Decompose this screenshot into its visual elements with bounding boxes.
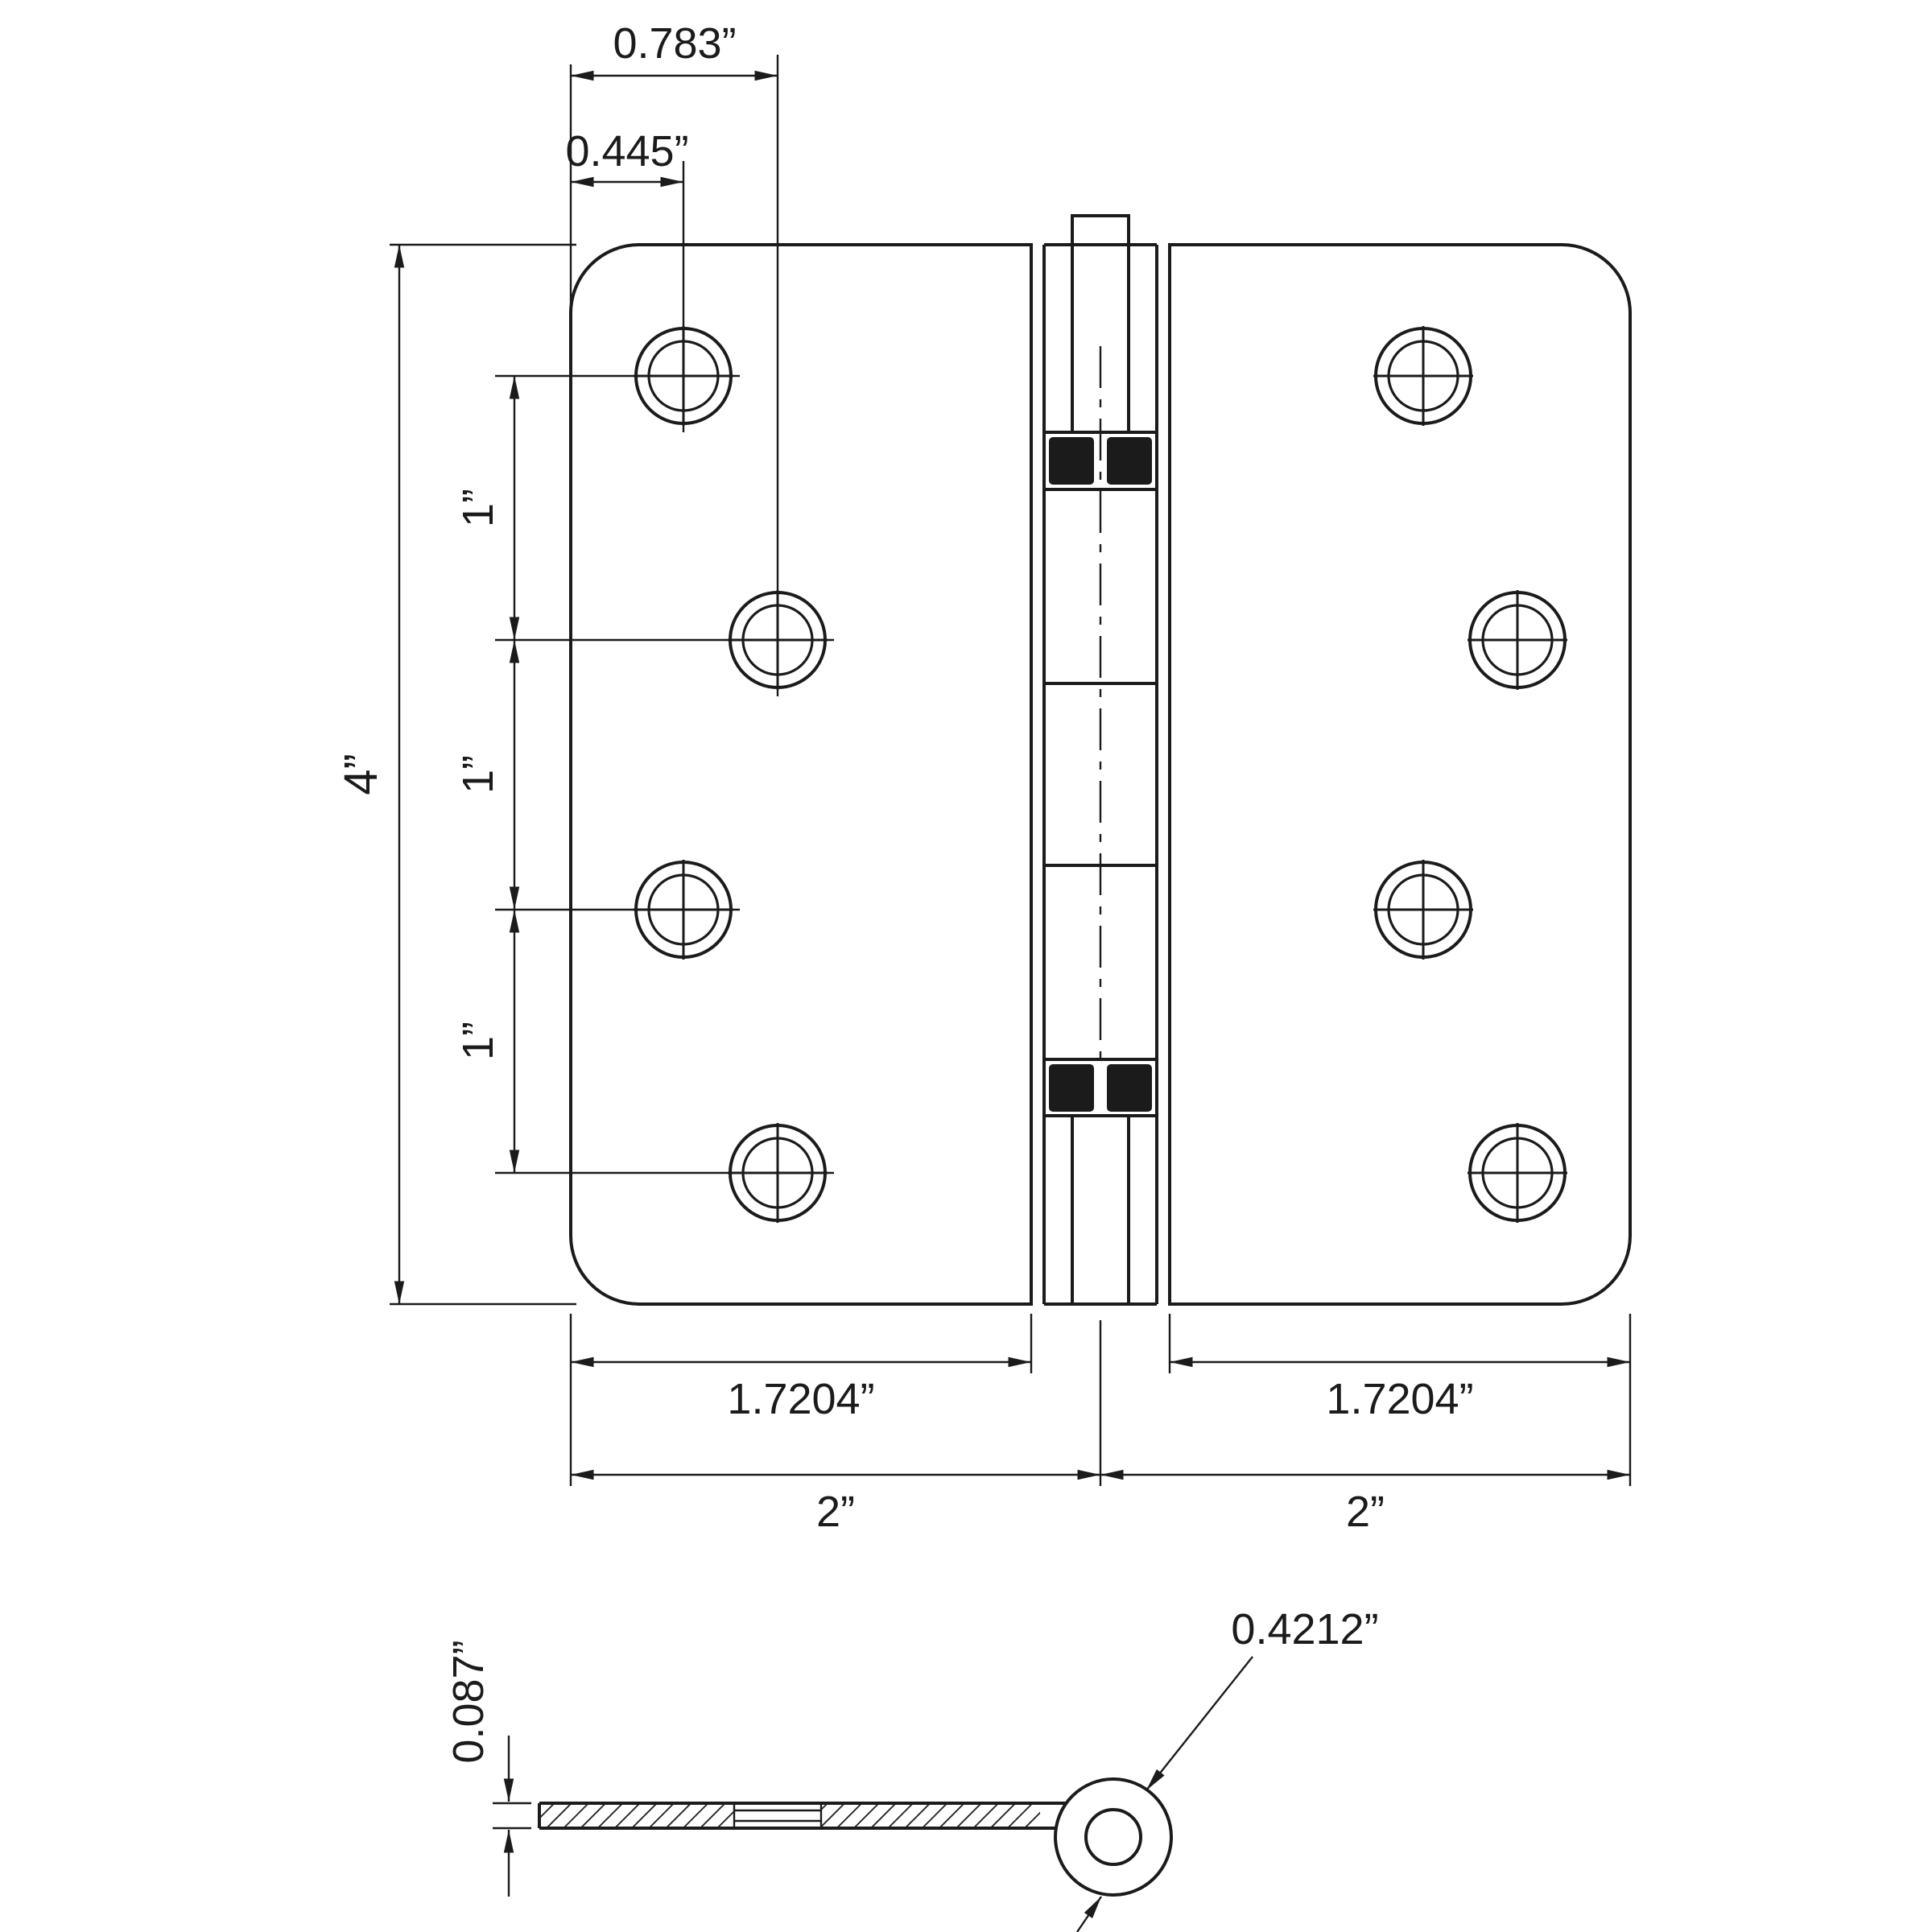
- leader-barrel-diameter: [1146, 1656, 1253, 1791]
- side-dimensions: [493, 1656, 1253, 1932]
- dim-label-half-left: 2”: [816, 1488, 855, 1536]
- dim-label-top-outer: 0.783”: [613, 19, 736, 68]
- dim-label-spacing1: 1”: [454, 489, 502, 527]
- pin-hole: [1084, 1808, 1142, 1866]
- dim-label-leaf-right: 1.7204”: [1326, 1375, 1473, 1423]
- screw-hole: [1373, 326, 1473, 426]
- dim-label-thickness: 0.087”: [444, 1640, 493, 1763]
- hole-centerlines: [495, 55, 834, 1174]
- bearing-top: [1049, 437, 1152, 485]
- front-view: [569, 214, 1632, 1306]
- leaf-hatch-right: [821, 1805, 1040, 1827]
- leaf-hatch-left: [541, 1805, 734, 1827]
- screw-hole: [1468, 590, 1567, 690]
- side-view: [538, 1777, 1173, 1897]
- dim-label-spacing2: 1”: [454, 755, 502, 794]
- left-leaf: [569, 243, 1033, 1306]
- dim-label-barrel: 0.4212”: [1231, 1605, 1378, 1653]
- front-dimensions: [390, 64, 1632, 1486]
- pin-barrel: [1042, 214, 1158, 1306]
- screw-hole: [1373, 860, 1473, 960]
- dim-label-leaf-left: 1.7204”: [727, 1375, 874, 1423]
- dim-label-spacing3: 1”: [454, 1022, 502, 1060]
- barrel-curl-outer: [1054, 1777, 1173, 1897]
- leader-curl-bottom: [1076, 1896, 1102, 1932]
- dim-label-height: 4”: [335, 753, 387, 795]
- pin-top-cap: [1071, 214, 1130, 246]
- dim-label-top-inner: 0.445”: [565, 127, 688, 175]
- dim-label-half-right: 2”: [1346, 1488, 1385, 1536]
- bearing-bottom: [1049, 1064, 1152, 1112]
- screw-hole: [1468, 1123, 1567, 1223]
- right-leaf: [1168, 243, 1632, 1306]
